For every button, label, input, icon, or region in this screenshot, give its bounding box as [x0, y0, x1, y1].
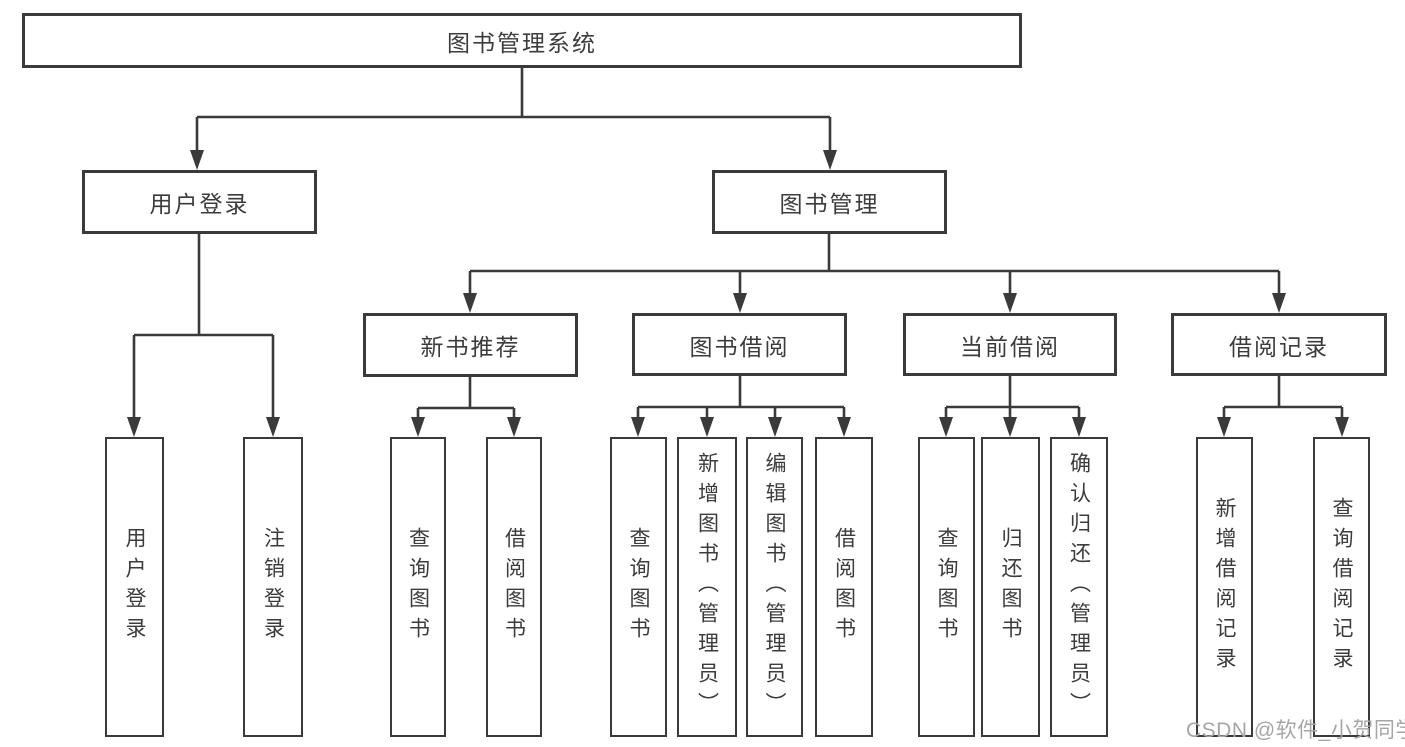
leaf-return-books: 归还图书: [981, 437, 1040, 737]
node-label: 图书借阅: [689, 333, 790, 360]
node-label: 确认归还（管理员）: [1067, 452, 1091, 722]
node-current-borrowing: 当前借阅: [903, 313, 1117, 376]
leaf-add-borrow-record: 新增借阅记录: [1196, 437, 1253, 737]
node-user-login: 用户登录: [82, 170, 317, 234]
leaf-add-books-admin: 新增图书（管理员）: [677, 437, 737, 737]
leaf-query-borrow-record: 查询借阅记录: [1313, 437, 1370, 737]
node-label: 查询借阅记录: [1330, 497, 1353, 677]
node-borrowing-records: 借阅记录: [1171, 313, 1387, 376]
node-label: 新增图书（管理员）: [695, 452, 719, 722]
leaf-edit-books-admin: 编辑图书（管理员）: [746, 437, 803, 737]
node-label: 注销登录: [261, 527, 285, 647]
leaf-query-books-recommend: 查询图书: [390, 437, 446, 737]
node-label: 编辑图书（管理员）: [763, 452, 786, 722]
csdn-watermark: CSDN @软件_小贺同学: [1186, 719, 1405, 742]
leaf-user-login: 用户登录: [105, 437, 164, 737]
node-label: 用户登录: [123, 527, 146, 647]
node-label: 新书推荐: [420, 334, 521, 360]
node-label: 图书管理: [779, 191, 880, 217]
node-label: 查询图书: [627, 527, 650, 647]
leaf-query-books-borrow: 查询图书: [610, 437, 667, 737]
leaf-logout: 注销登录: [243, 437, 303, 737]
leaf-confirm-return-admin: 确认归还（管理员）: [1050, 437, 1108, 737]
node-new-book-recommend: 新书推荐: [363, 313, 578, 377]
node-label: 查询图书: [935, 527, 958, 647]
node-label: 新增借阅记录: [1213, 497, 1236, 677]
node-label: 借阅图书: [502, 527, 526, 647]
node-book-management: 图书管理: [712, 170, 947, 234]
node-label: 借阅记录: [1229, 333, 1329, 360]
leaf-borrow-books: 借阅图书: [815, 437, 873, 737]
node-label: 当前借阅: [960, 333, 1060, 360]
node-library-management-system: 图书管理系统: [22, 13, 1022, 68]
node-label: 用户登录: [149, 191, 250, 217]
node-label: 查询图书: [406, 527, 430, 647]
node-label: 借阅图书: [832, 527, 856, 647]
node-book-borrowing: 图书借阅: [632, 313, 847, 376]
node-label: 图书管理系统: [447, 29, 597, 56]
leaf-borrow-books-recommend: 借阅图书: [486, 437, 542, 737]
leaf-query-books-current: 查询图书: [918, 437, 975, 737]
node-label: 归还图书: [999, 527, 1022, 647]
